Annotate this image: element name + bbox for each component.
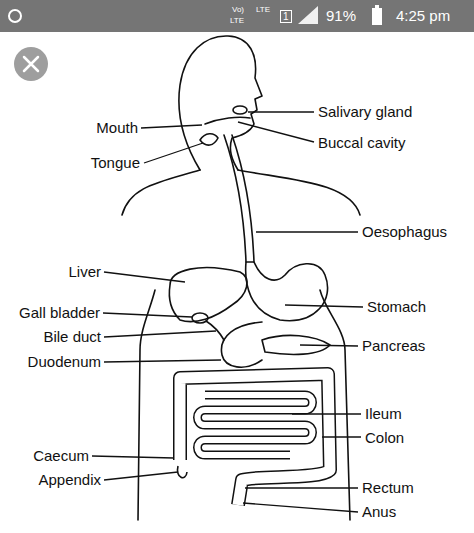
part-label: Duodenum — [28, 353, 101, 370]
left-shoulder — [122, 170, 200, 215]
part-label: Stomach — [367, 298, 426, 315]
oesophagus — [232, 135, 254, 262]
leader-line — [248, 111, 314, 112]
appendix — [177, 466, 187, 478]
leader-line — [141, 125, 202, 128]
battery-icon — [372, 8, 382, 25]
status-text: 4:25 pm — [396, 7, 450, 24]
leader-line — [103, 313, 192, 317]
part-label: Liver — [68, 263, 101, 280]
large-intestine — [180, 374, 330, 505]
part-label: Oesophagus — [362, 223, 447, 240]
part-label: Bile duct — [43, 328, 101, 345]
oesophagus — [224, 135, 246, 262]
small-intestine — [198, 395, 313, 455]
part-label: Ileum — [365, 405, 402, 422]
part-label: Anus — [362, 503, 396, 520]
status-text: 91% — [326, 7, 356, 24]
stomach — [246, 262, 328, 321]
leader-line — [92, 456, 174, 458]
leader-line — [292, 413, 361, 414]
part-label: Appendix — [38, 471, 101, 488]
leader-line — [104, 331, 216, 337]
status-text: Vo) — [232, 5, 244, 14]
head-outline — [179, 36, 262, 170]
part-label: Salivary gland — [318, 103, 412, 120]
duodenum — [221, 322, 262, 367]
leader-line — [322, 436, 361, 437]
part-label: Tongue — [91, 154, 140, 171]
part-label: Pancreas — [362, 337, 425, 354]
leader-line — [144, 143, 203, 163]
leader-line — [104, 472, 178, 480]
signal-icon — [298, 6, 318, 24]
battery-tip — [375, 5, 379, 8]
close-button — [14, 47, 48, 81]
left-side — [138, 290, 155, 520]
leader-line — [243, 503, 358, 512]
liver — [169, 268, 247, 322]
part-label: Colon — [365, 429, 404, 446]
leader-line — [245, 487, 358, 488]
leader-line — [104, 272, 185, 282]
leader-line — [300, 345, 358, 346]
status-text: LTE — [230, 16, 244, 25]
small-intestine — [198, 395, 313, 455]
leader-line — [238, 122, 314, 142]
right-shoulder — [238, 170, 360, 215]
status-text: 1 — [280, 10, 292, 23]
close-icon — [24, 57, 38, 71]
leader-line — [256, 231, 358, 232]
salivary-gland — [233, 106, 247, 114]
part-label: Buccal cavity — [318, 134, 406, 151]
part-label: Caecum — [33, 447, 89, 464]
leader-line — [285, 305, 363, 307]
status-icon — [9, 10, 21, 22]
part-label: Rectum — [362, 479, 414, 496]
leader-line — [104, 360, 221, 362]
part-label: Gall bladder — [19, 304, 100, 321]
status-bar — [0, 0, 474, 32]
large-intestine — [180, 374, 330, 505]
part-label: Mouth — [96, 119, 138, 136]
status-text: LTE — [256, 5, 270, 14]
